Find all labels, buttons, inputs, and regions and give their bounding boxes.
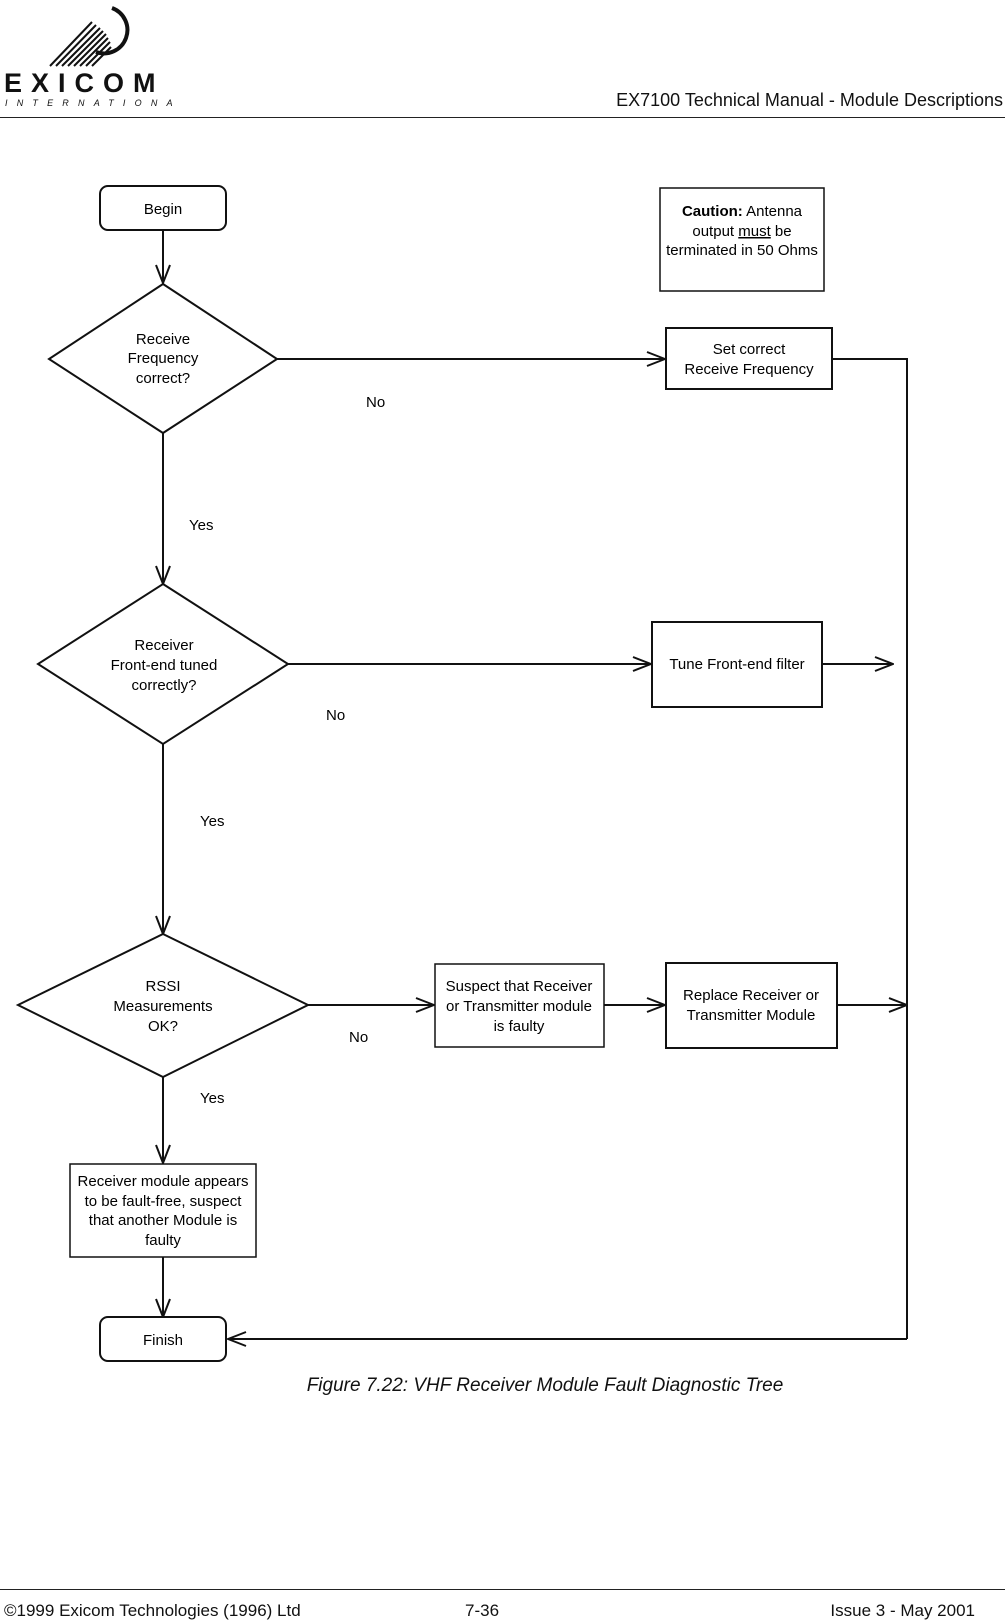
fault-free-line4: faulty [145,1232,181,1249]
set-freq-line1: Set correct [713,341,786,358]
decision1-line2: Frequency [128,350,199,367]
caution-line2-emphasis: must [738,223,771,240]
decision2-line2: Front-end tuned [111,657,218,674]
svg-text:Caution: Antenna: Caution: Antenna [682,203,803,220]
suspect-line3: is faulty [494,1018,545,1035]
edge-setfreq-to-bus [832,358,908,1339]
decision1-line3: correct? [136,370,190,387]
edge-labels: No Yes No Yes No Yes [189,394,385,1107]
replace-line2: Transmitter Module [687,1007,816,1024]
label-yes-3: Yes [200,1090,224,1107]
result-fault-free: Receiver module appears to be fault-free… [69,1163,257,1258]
label-no-2: No [326,707,345,724]
decision3-line3: OK? [148,1018,178,1035]
set-freq-line2: Receive Frequency [684,361,814,378]
fault-free-line2: to be fault-free, suspect [85,1193,243,1210]
action-replace-module: Replace Receiver or Transmitter Module [665,962,838,1049]
begin-node: Begin [99,185,227,231]
logo-wordmark: EXICOM [4,68,165,98]
suspect-line2: or Transmitter module [446,998,592,1015]
caution-label: Caution: [682,203,743,220]
replace-line1: Replace Receiver or [683,987,819,1004]
header-title: EX7100 Technical Manual - Module Descrip… [616,90,1003,110]
tune-filter-label: Tune Front-end filter [669,656,804,673]
decision3-line2: Measurements [113,998,212,1015]
finish-node: Finish [99,1316,227,1362]
caution-line2-post: be [771,223,792,240]
caution-line2-pre: output [692,223,738,240]
caution-note: Caution: Antenna output must be terminat… [659,187,825,292]
suspect-line1: Suspect that Receiver [446,978,593,995]
fault-free-line3: that another Module is [89,1212,237,1229]
label-no-3: No [349,1029,368,1046]
decision-receive-frequency: Receive Frequency correct? [47,282,279,435]
svg-text:output must be: output must be [692,223,791,240]
logo-subtext: INTERNATIONAL [5,98,175,108]
caution-line1: Antenna [743,203,803,220]
caution-line3: terminated in 50 Ohms [666,242,818,259]
decision2-line1: Receiver [134,637,193,654]
decision1-line1: Receive [136,331,190,348]
decision2-line3: correctly? [131,677,196,694]
fault-free-line1: Receiver module appears [78,1173,249,1190]
fault-diagnostic-flowchart: Begin Caution: Antenna output must be te… [15,185,908,1362]
finish-label: Finish [143,1332,183,1349]
logo-graphic-icon [49,6,130,67]
header-divider [0,117,1005,118]
footer-page-number: 7-36 [465,1601,500,1620]
action-suspect-module: Suspect that Receiver or Transmitter mod… [434,963,605,1048]
footer-copyright: ©1999 Exicom Technologies (1996) Ltd [4,1601,301,1620]
label-no-1: No [366,394,385,411]
label-yes-1: Yes [189,517,213,534]
connectors [163,230,908,1339]
action-tune-filter: Tune Front-end filter [651,621,823,708]
label-yes-2: Yes [200,813,224,830]
footer-divider [0,1589,1005,1590]
footer-issue: Issue 3 - May 2001 [830,1601,975,1620]
decision-rssi: RSSI Measurements OK? [15,932,311,1079]
exicom-logo: EXICOM INTERNATIONAL [4,6,175,108]
decision3-line1: RSSI [145,978,180,995]
decision-front-end-tuned: Receiver Front-end tuned correctly? [36,582,290,746]
begin-label: Begin [144,201,182,218]
action-set-frequency: Set correct Receive Frequency [665,327,833,390]
figure-caption: Figure 7.22: VHF Receiver Module Fault D… [306,1375,784,1396]
